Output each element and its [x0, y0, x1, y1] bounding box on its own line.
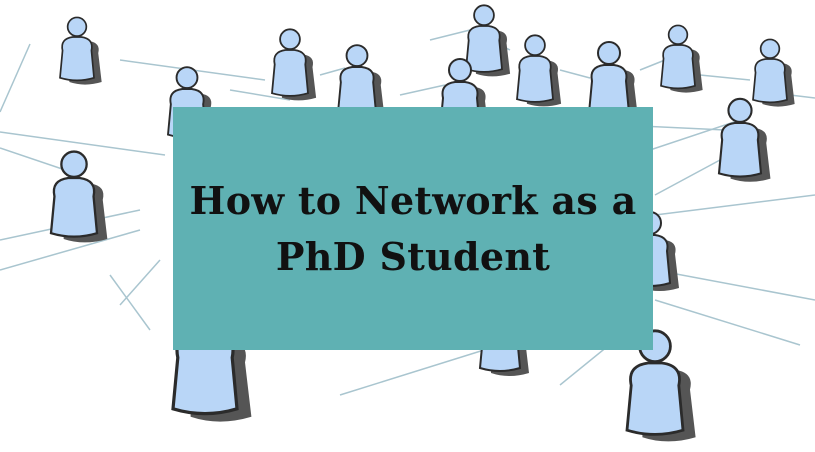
- person-icon: [625, 329, 696, 442]
- person-icon: [752, 38, 795, 107]
- person-icon: [49, 150, 108, 243]
- network-link: [0, 131, 166, 156]
- title-panel: How to Network as a PhD Student: [173, 107, 653, 350]
- person-icon: [271, 28, 317, 101]
- title-panel-background: [173, 107, 653, 350]
- network-link: [639, 59, 666, 71]
- network-link: [654, 159, 721, 196]
- network-link: [109, 274, 151, 331]
- network-link: [429, 29, 471, 41]
- network-link: [559, 69, 591, 79]
- network-link: [339, 344, 501, 396]
- person-icon: [59, 16, 102, 85]
- network-link: [229, 89, 291, 101]
- network-link: [699, 74, 751, 81]
- person-icon: [465, 4, 511, 77]
- network-link: [654, 269, 815, 301]
- network-link: [0, 229, 141, 271]
- network-link: [654, 299, 801, 346]
- person-icon: [516, 34, 562, 107]
- person-icon: [717, 97, 771, 182]
- network-link: [789, 94, 815, 99]
- network-link: [654, 194, 815, 216]
- title-line-2: PhD Student: [275, 233, 551, 279]
- title-line-1: How to Network as a: [189, 177, 637, 223]
- person-icon: [660, 24, 703, 93]
- network-link: [0, 43, 31, 113]
- network-link: [399, 84, 446, 96]
- network-link: [649, 119, 741, 151]
- network-link: [319, 67, 346, 76]
